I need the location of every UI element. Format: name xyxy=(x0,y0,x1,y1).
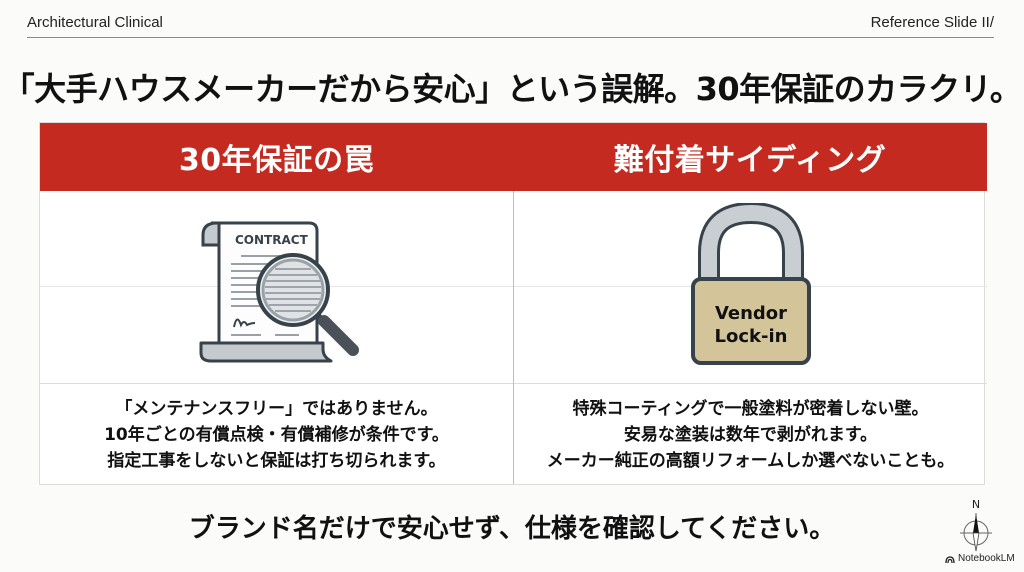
comparison-table: 30年保証の罠 CONTRACT xyxy=(39,122,987,485)
description-line: 指定工事をしないと保証は打ち切られます。 xyxy=(107,450,446,471)
column-illustration: CONTRACT xyxy=(40,191,513,383)
svg-text:CONTRACT: CONTRACT xyxy=(235,233,309,247)
header-divider xyxy=(27,37,994,38)
description-line: 「メンテナンスフリー」ではありません。 xyxy=(115,398,438,419)
brand-label: NotebookLM xyxy=(958,553,1015,564)
description-line: メーカー純正の高額リフォームしか選べないことも。 xyxy=(546,450,955,471)
svg-text:Lock-in: Lock-in xyxy=(715,326,788,347)
column-heading: 難付着サイディング xyxy=(513,123,987,191)
svg-text:Vendor: Vendor xyxy=(715,303,787,324)
padlock-icon: Vendor Lock-in xyxy=(691,203,811,365)
page-title: 「大手ハウスメーカーだから安心」という誤解。30年保証のカラクリ。 xyxy=(2,70,1022,108)
footer-message: ブランド名だけで安心せず、仕様を確認してください。 xyxy=(188,514,836,544)
description-line: 安易な塗装は数年で剥がれます。 xyxy=(623,424,878,445)
column-heading: 30年保証の罠 xyxy=(40,123,513,191)
compass-icon: N xyxy=(960,498,992,552)
description-line: 10年ごとの有償点検・有償補修が条件です。 xyxy=(104,424,449,445)
column-illustration: Vendor Lock-in xyxy=(514,191,987,383)
contract-magnifier-icon: CONTRACT xyxy=(199,221,359,363)
column-warranty-trap: 30年保証の罠 CONTRACT xyxy=(40,123,513,484)
column-description: 特殊コーティングで一般塗料が密着しない壁。 安易な塗装は数年で剥がれます。 メー… xyxy=(514,383,987,485)
header-left-label: Architectural Clinical xyxy=(27,14,163,31)
column-nonadhesive-siding: 難付着サイディング Vendor Lock-in 特殊コーティングで一般塗料が密… xyxy=(513,123,987,484)
svg-text:N: N xyxy=(972,498,980,511)
description-line: 特殊コーティングで一般塗料が密着しない壁。 xyxy=(572,398,929,419)
column-description: 「メンテナンスフリー」ではありません。 10年ごとの有償点検・有償補修が条件です… xyxy=(40,383,513,485)
header-right-label: Reference Slide II/ xyxy=(870,14,994,31)
brand-watermark: NotebookLM xyxy=(945,553,1015,564)
notebooklm-logo-icon xyxy=(945,555,955,563)
